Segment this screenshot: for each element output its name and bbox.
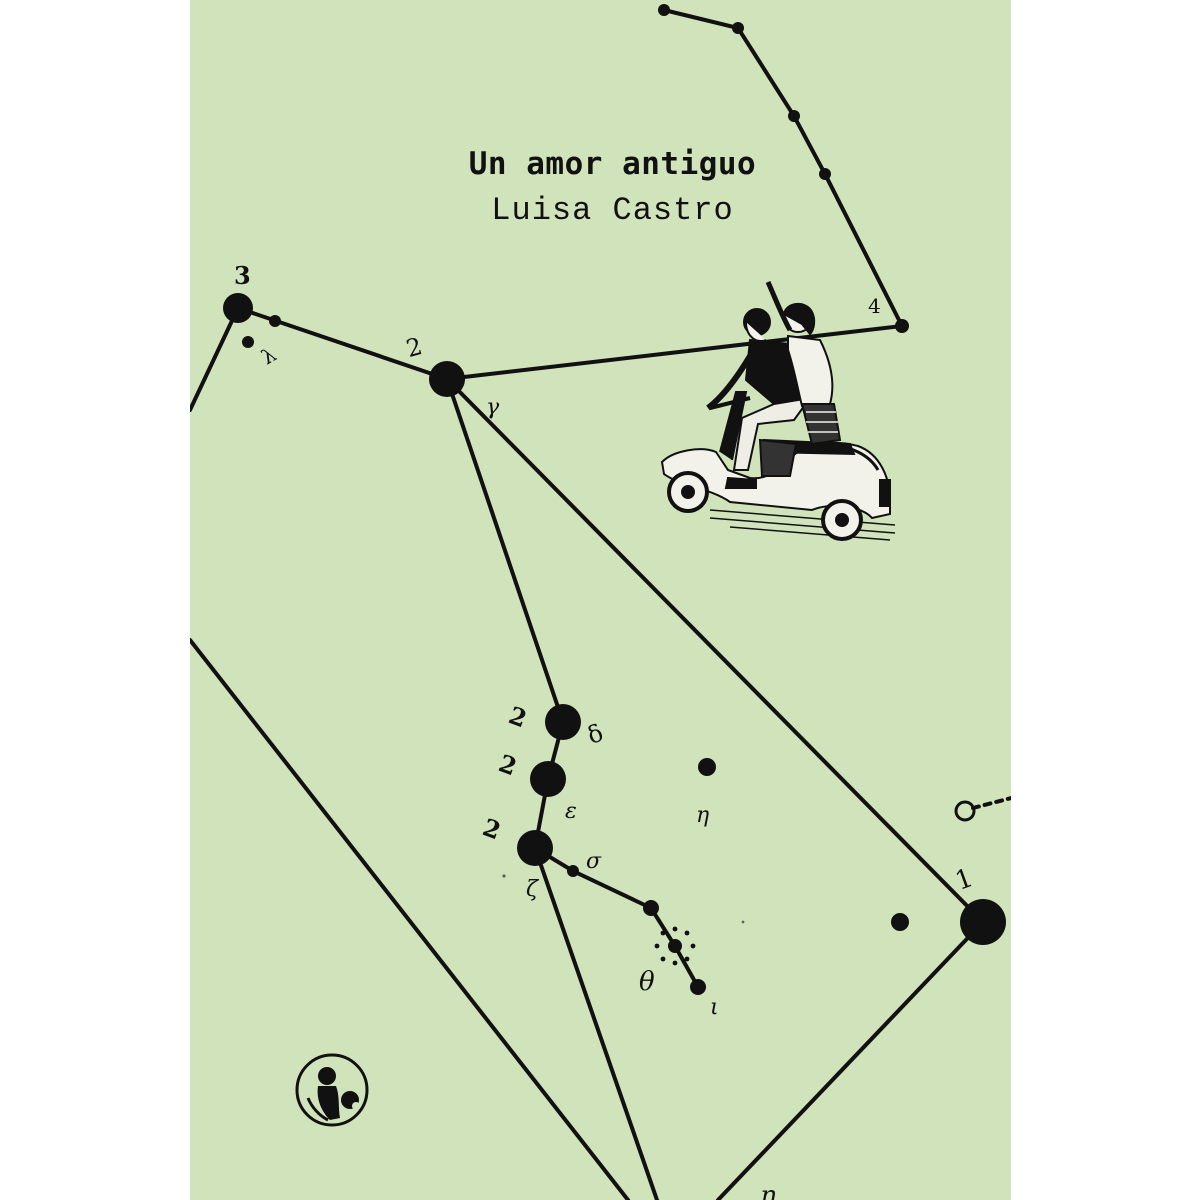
label-sigma: σ [586,849,602,874]
label-4: 4 [868,294,881,318]
constellation-line-left-diagonal [190,638,630,1200]
boxer-logo-icon [295,1053,369,1127]
scooter-column [719,391,748,461]
star-lambda [242,336,254,348]
star-1 [960,899,1006,945]
constellation-line-2-1 [445,377,985,924]
label-eta: η [696,803,709,828]
star-4 [895,319,909,333]
star-iota [690,979,706,995]
star-3-small [269,315,281,327]
star-2-gamma [429,361,465,397]
scooter-handlebar [709,396,751,410]
book-author: Luisa Castro [491,192,734,229]
constellation-line-1-bottom [716,920,985,1200]
star-near-1 [891,913,909,931]
constellation-lines [190,8,1011,1200]
passenger-raised-arm [765,280,793,332]
label-2-epsilon: 2 [495,748,521,781]
label-gamma: γ [486,395,500,420]
constellation-line-dashed [971,795,1011,810]
book-title: Un amor antiguo [468,146,757,182]
label-bottom: η [760,1181,776,1200]
label-delta: δ [584,719,607,750]
scooter-couple-illustration [660,280,896,541]
star-top-2 [732,22,744,34]
star-sigma [567,865,579,877]
constellation-line-zeta-bottom [533,846,659,1200]
constellation-map: 3 2 4 1 2 2 2 λ γ δ ε ζ σ η θ ι η [190,4,1011,1200]
star-top-1 [658,4,670,16]
specks [502,874,745,924]
label-2-delta: 2 [505,700,531,733]
label-epsilon: ε [565,799,577,824]
constellation-line-3-edge [190,306,240,412]
label-3: 3 [234,261,251,290]
label-2-zeta: 2 [479,812,505,845]
star-epsilon [530,761,566,797]
star-eta [698,758,716,776]
star-top-3 [788,110,800,122]
star-zeta [517,830,553,866]
star-delta [545,704,581,740]
label-lambda: λ [257,342,280,369]
constellation-line-2-4 [445,324,904,381]
star-theta-upper [643,900,659,916]
label-2-top: 2 [403,332,425,363]
label-zeta: ζ [526,877,540,902]
scooter-body [660,441,891,520]
theta-halo [654,926,696,966]
label-theta: θ [639,967,655,997]
star-3 [223,293,253,323]
constellation-line-2-delta [445,377,565,724]
scooter-taillight [879,479,891,507]
book-cover: 3 2 4 1 2 2 2 λ γ δ ε ζ σ η θ ι η [190,0,1011,1200]
label-iota: ι [710,995,719,1020]
motion-lines [709,509,896,541]
stars [223,4,1006,995]
star-theta [668,939,682,953]
hollow-star [954,800,976,822]
star-top-4 [819,168,831,180]
